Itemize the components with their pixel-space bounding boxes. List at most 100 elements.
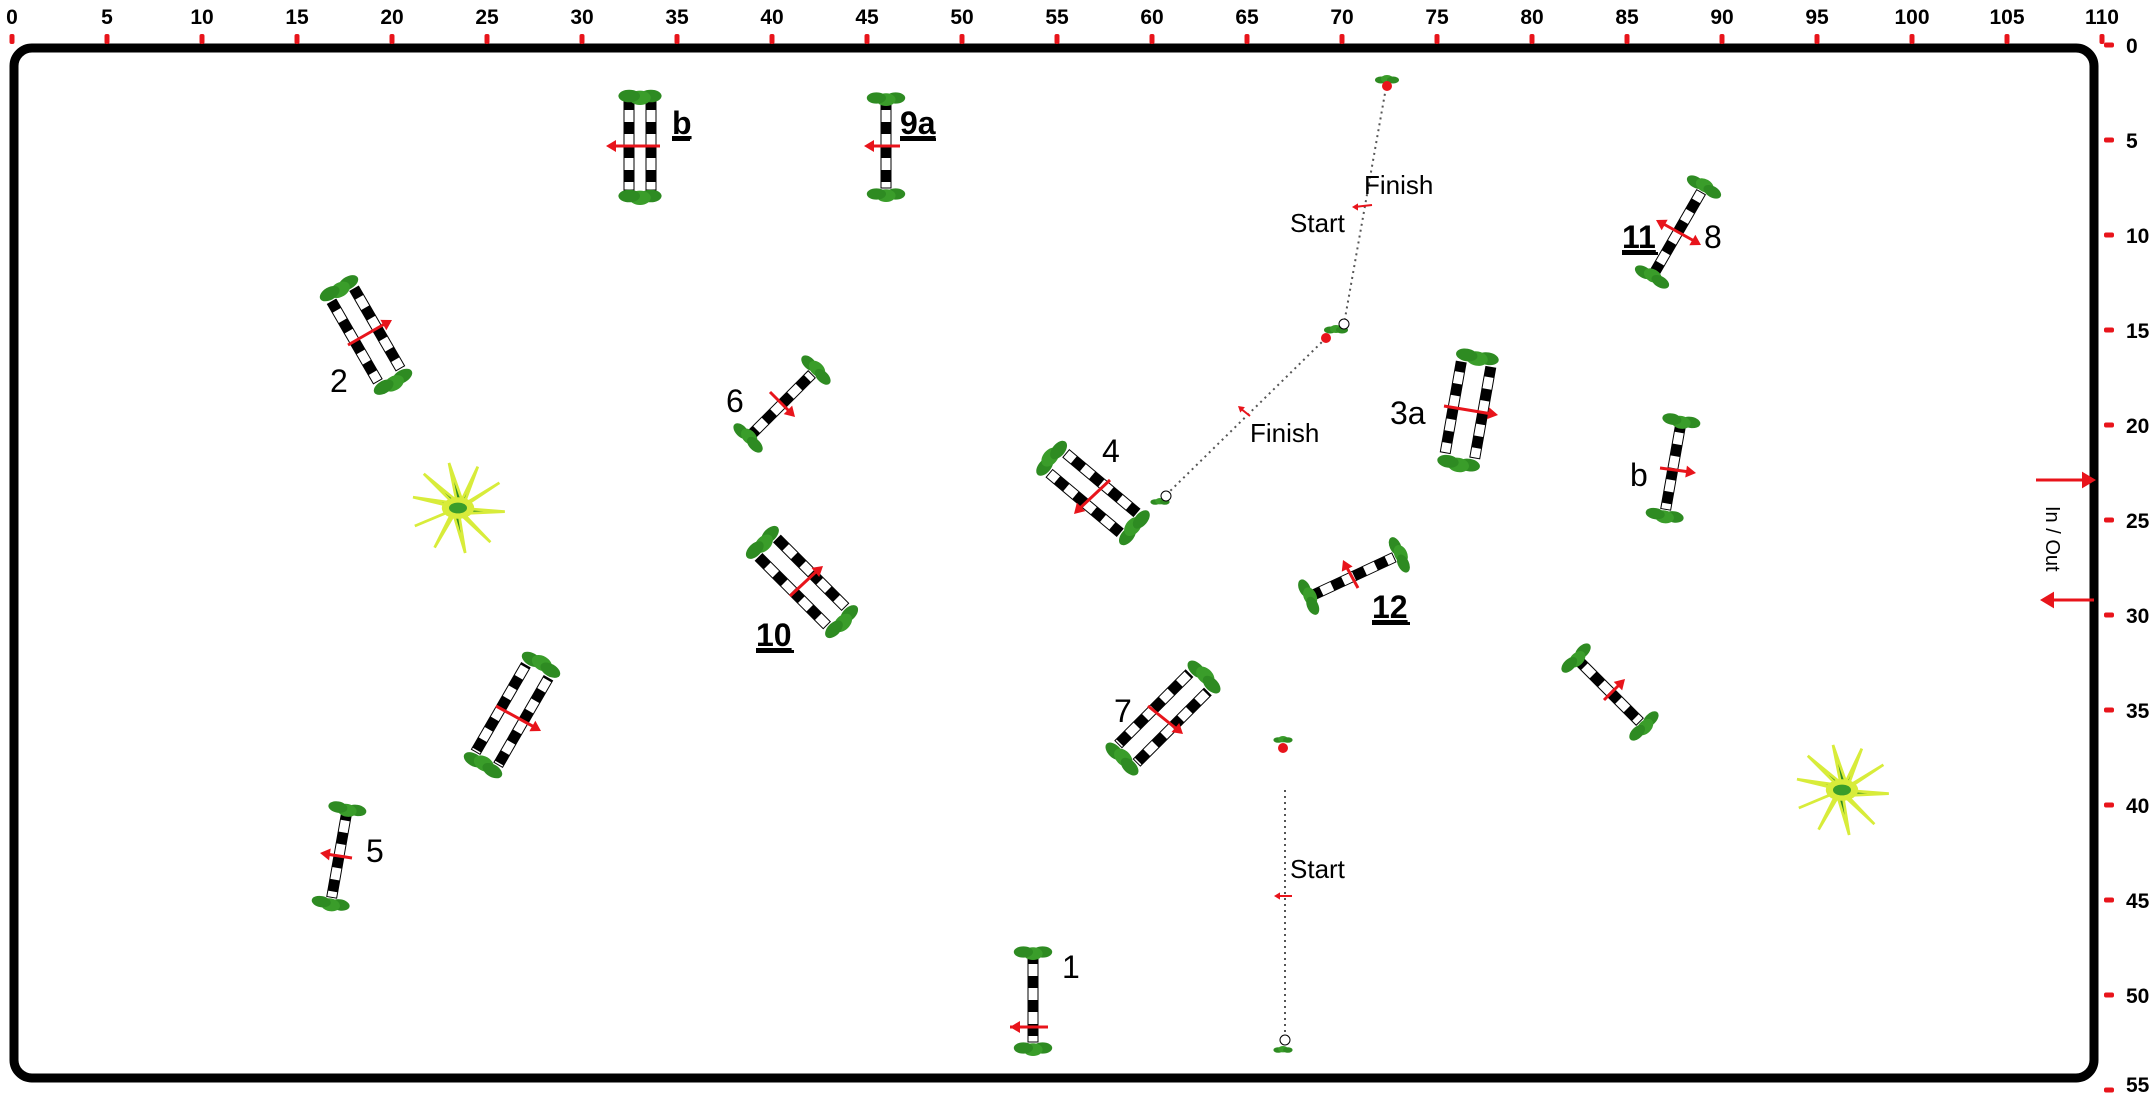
fence-label-3b: b [1630,457,1648,493]
y-tick-label: 30 [2126,605,2149,628]
fence-label-5: 5 [366,833,384,869]
y-tick-mark [2104,707,2114,713]
y-tick-mark [2104,422,2114,428]
y-tick-label: 5 [2126,130,2138,153]
x-tick-mark [2099,34,2105,44]
x-tick-label: 65 [1235,6,1259,29]
x-tick-label: 40 [760,6,783,29]
plant-icon [1795,743,1891,837]
x-tick-mark [864,34,870,44]
x-tick-label: 95 [1805,6,1829,29]
x-tick-label: 60 [1140,6,1163,29]
x-tick-label: 25 [475,6,499,29]
fence-label-7: 7 [1114,693,1132,729]
x-tick-mark [484,34,490,44]
direction-arrow-icon [1653,214,1704,251]
x-tick-mark [579,34,585,44]
x-tick-label: 10 [190,6,213,29]
fence-label-11: 11 [1622,219,1656,255]
y-tick-label: 45 [2126,890,2150,913]
x-tick-mark [1909,34,1915,44]
direction-arrow-icon [1069,478,1112,519]
x-tick-mark [769,34,775,44]
x-tick-label: 55 [1045,6,1069,29]
direction-arrow-icon [1337,557,1360,589]
y-tick-label: 50 [2126,985,2149,1008]
fence-1 [1013,946,1053,1056]
x-tick-mark [1244,34,1250,44]
fence-label-2: 2 [330,363,348,399]
x-tick-label: 20 [380,6,403,29]
y-tick-mark [2104,232,2114,238]
y-tick-label: 0 [2126,35,2138,58]
fence-10 [742,522,864,644]
start-line-bottom [1273,736,1293,1053]
y-tick-label: 55 [2126,1074,2150,1097]
x-tick-label: 0 [6,6,18,29]
fence-label-9b: b [672,105,692,141]
y-tick-mark [2104,802,2114,808]
arena-border [9,43,2099,1083]
x-tick-label: 15 [285,6,309,29]
x-tick-label: 100 [1894,6,1929,29]
y-tick-mark [2104,992,2114,998]
entrance-in-arrow [2036,471,2096,489]
x-tick-label: 5 [101,6,113,29]
x-tick-mark [1624,34,1630,44]
direction-arrow-icon [768,390,800,422]
fence-label-1: 1 [1062,949,1080,985]
x-tick-mark [674,34,680,44]
fence-label-10: 10 [756,617,792,653]
x-tick-mark [1149,34,1155,44]
direction-arrow-icon [495,704,544,737]
entrance-label: In / Out [2041,506,2063,572]
direction-arrow-icon [1659,465,1697,479]
direction-arrow-icon [606,140,660,152]
direction-arrow-icon [1147,704,1187,739]
x-tick-label: 35 [665,6,689,29]
y-tick-label: 35 [2126,700,2150,723]
x-tick-label: 80 [1520,6,1543,29]
y-tick-label: 40 [2126,795,2149,818]
direction-arrow-icon [1602,674,1630,702]
x-tick-mark [2004,34,2010,44]
y-tick-label: 10 [2126,225,2149,248]
direction-arrow-icon [864,140,900,152]
x-tick-label: 85 [1615,6,1639,29]
x-tick-mark [294,34,300,44]
x-tick-label: 30 [570,6,593,29]
x-tick-label: 105 [1989,6,2024,29]
start-label-bottom: Start [1290,854,1346,884]
direction-arrow-icon [788,561,827,598]
fence-label-6: 6 [726,383,744,419]
fence-label-10-underline [756,650,794,653]
fence-12 [1295,534,1415,617]
x-tick-mark [959,34,965,44]
y-tick-mark [2104,897,2114,903]
x-tick-label: 110 [2085,6,2119,29]
y-tick-mark [2104,137,2114,143]
x-tick-mark [1814,34,1820,44]
start-label-top: Start [1290,208,1346,238]
direction-arrow-icon [1010,1021,1048,1033]
fence-label-12-underline [1372,622,1410,625]
x-tick-mark [199,34,205,44]
x-tick-mark [389,34,395,44]
plant-icon [411,461,507,555]
y-tick-label: 15 [2126,320,2150,343]
finish-label-diagonal: Finish [1250,418,1319,448]
x-tick-label: 75 [1425,6,1449,29]
x-tick-label: 70 [1330,6,1353,29]
x-tick-mark [104,34,110,44]
direction-arrow-icon [319,847,353,861]
y-tick-mark [2104,42,2114,48]
fence-label-4: 4 [1102,433,1120,469]
fence-label-8: 8 [1704,219,1722,255]
direction-arrow-icon [347,314,395,347]
y-tick-label: 20 [2126,415,2149,438]
fence-3b [1644,411,1702,527]
x-tick-label: 50 [950,6,973,29]
direction-arrow-icon [1443,404,1500,421]
